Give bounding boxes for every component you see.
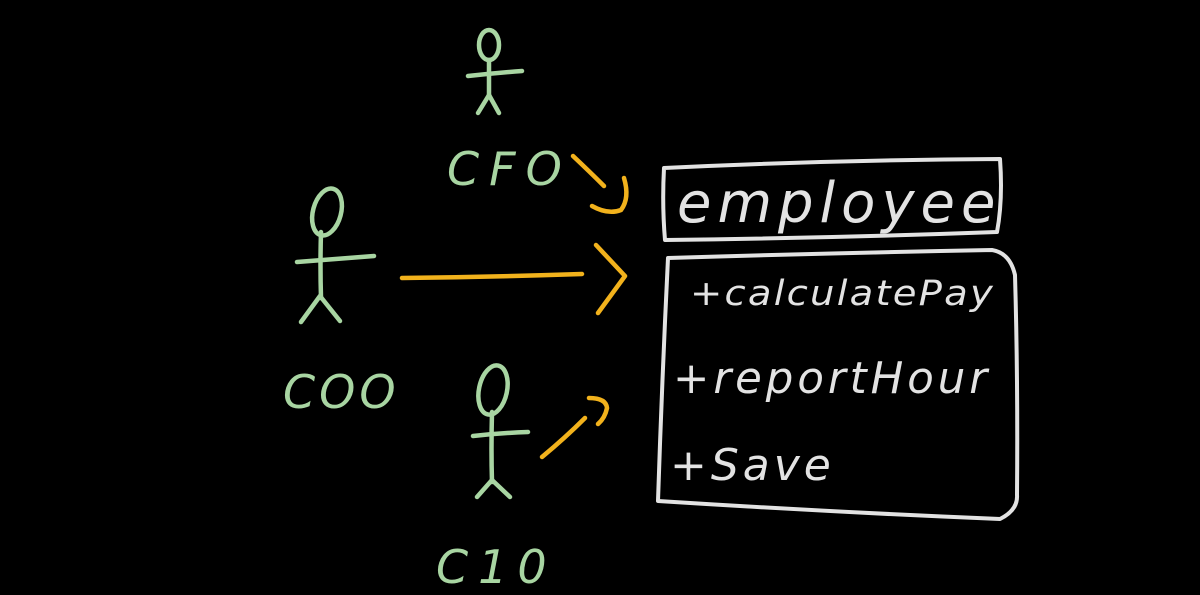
actor-coo-legs [298, 293, 343, 325]
actor-cto [470, 363, 531, 500]
arrow-cfo-line [570, 153, 607, 189]
arrows [399, 153, 629, 460]
class-methods-compartment [656, 248, 1020, 521]
actor-cto-arms [470, 429, 531, 439]
actor-cto-head [476, 363, 510, 417]
actor-coo [294, 186, 377, 325]
method-report-hour: +reportHour [673, 353, 991, 404]
actor-cfo [465, 27, 525, 116]
actor-cfo-label: CFO [447, 142, 572, 196]
actor-cfo-head [476, 27, 502, 63]
actor-cto-legs [474, 477, 513, 500]
actor-coo-label: COO [283, 365, 400, 419]
actor-coo-head [309, 186, 345, 238]
arrow-cto-line [539, 415, 588, 460]
arrow-cto-head [586, 395, 610, 427]
actor-coo-body [318, 229, 324, 301]
arrow-cfo-head [589, 175, 629, 215]
actor-coo-arms [294, 253, 377, 265]
actor-cto-label: C10 [436, 540, 557, 594]
method-calculate-pay: +calculatePay [690, 274, 995, 314]
arrow-coo-line [399, 271, 585, 281]
class-box [656, 157, 1020, 521]
class-name: employee [677, 171, 1001, 236]
class-name-compartment [661, 157, 1003, 242]
actor-cto-body [489, 409, 495, 485]
actor-cfo-arms [465, 68, 525, 79]
arrow-coo-head [593, 242, 628, 316]
method-save: +Save [670, 440, 835, 491]
actor-cfo-legs [475, 92, 502, 116]
